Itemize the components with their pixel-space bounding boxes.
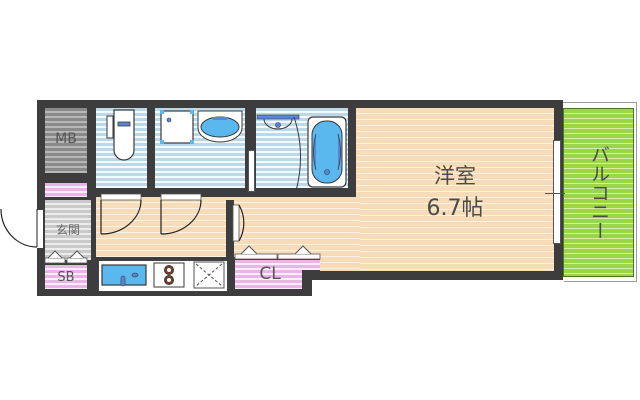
kitchen-sink-icon (101, 264, 147, 287)
closet-label: CL (259, 264, 281, 284)
balcony-window[interactable] (553, 140, 561, 244)
room-door-icon[interactable] (232, 204, 273, 245)
closet-extension (302, 260, 320, 270)
western-room-label: 洋室 (434, 164, 476, 188)
refrigerator-space-icon (193, 261, 225, 289)
hall-partition (226, 200, 234, 292)
western-room-floor (356, 108, 554, 271)
entrance-label: 玄関 (55, 223, 80, 237)
western-room-size: 6.7帖 (426, 196, 484, 221)
washroom-door-icon[interactable] (160, 193, 206, 235)
washing-machine-space-icon (160, 110, 194, 144)
closet (235, 260, 302, 289)
front-door-swing-icon (0, 208, 38, 248)
washbasin-icon (197, 110, 243, 143)
balcony-label: バルコニー (588, 145, 610, 240)
shoe-box (45, 265, 87, 289)
balcony-floor (563, 108, 634, 277)
room-extension-floor (320, 197, 360, 271)
toilet-icon (106, 109, 135, 161)
closet-doors-icon[interactable] (234, 240, 325, 260)
toilet-door-icon[interactable] (100, 193, 146, 235)
front-door[interactable] (37, 210, 43, 248)
shoe-box-label: SB (57, 270, 75, 285)
storage-strip (45, 183, 87, 197)
shoe-box-doors-icon (44, 250, 88, 264)
meter-box (45, 108, 87, 173)
shower-icon (256, 114, 302, 192)
bath-door[interactable] (248, 150, 255, 192)
notch-wall (302, 270, 562, 280)
window-mullion (545, 193, 565, 194)
bathtub-icon (307, 116, 347, 188)
meter-box-label: MB (55, 131, 77, 147)
exterior-notch (312, 280, 564, 300)
stove-icon (153, 262, 185, 288)
entrance-floor (45, 200, 91, 260)
